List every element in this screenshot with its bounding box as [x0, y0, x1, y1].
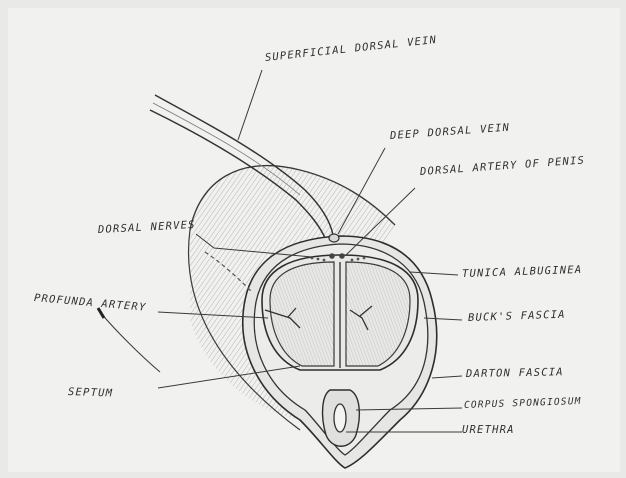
- label-urethra: URETHRA: [462, 424, 515, 436]
- label-darton-fascia: DARTON FASCIA: [466, 366, 564, 380]
- dorsal-artery-right: [339, 253, 345, 259]
- dorsal-artery-left: [329, 253, 335, 259]
- deep-dorsal-vein: [329, 234, 339, 242]
- urethra: [334, 404, 346, 432]
- label-septum: SEPTUM: [68, 386, 114, 400]
